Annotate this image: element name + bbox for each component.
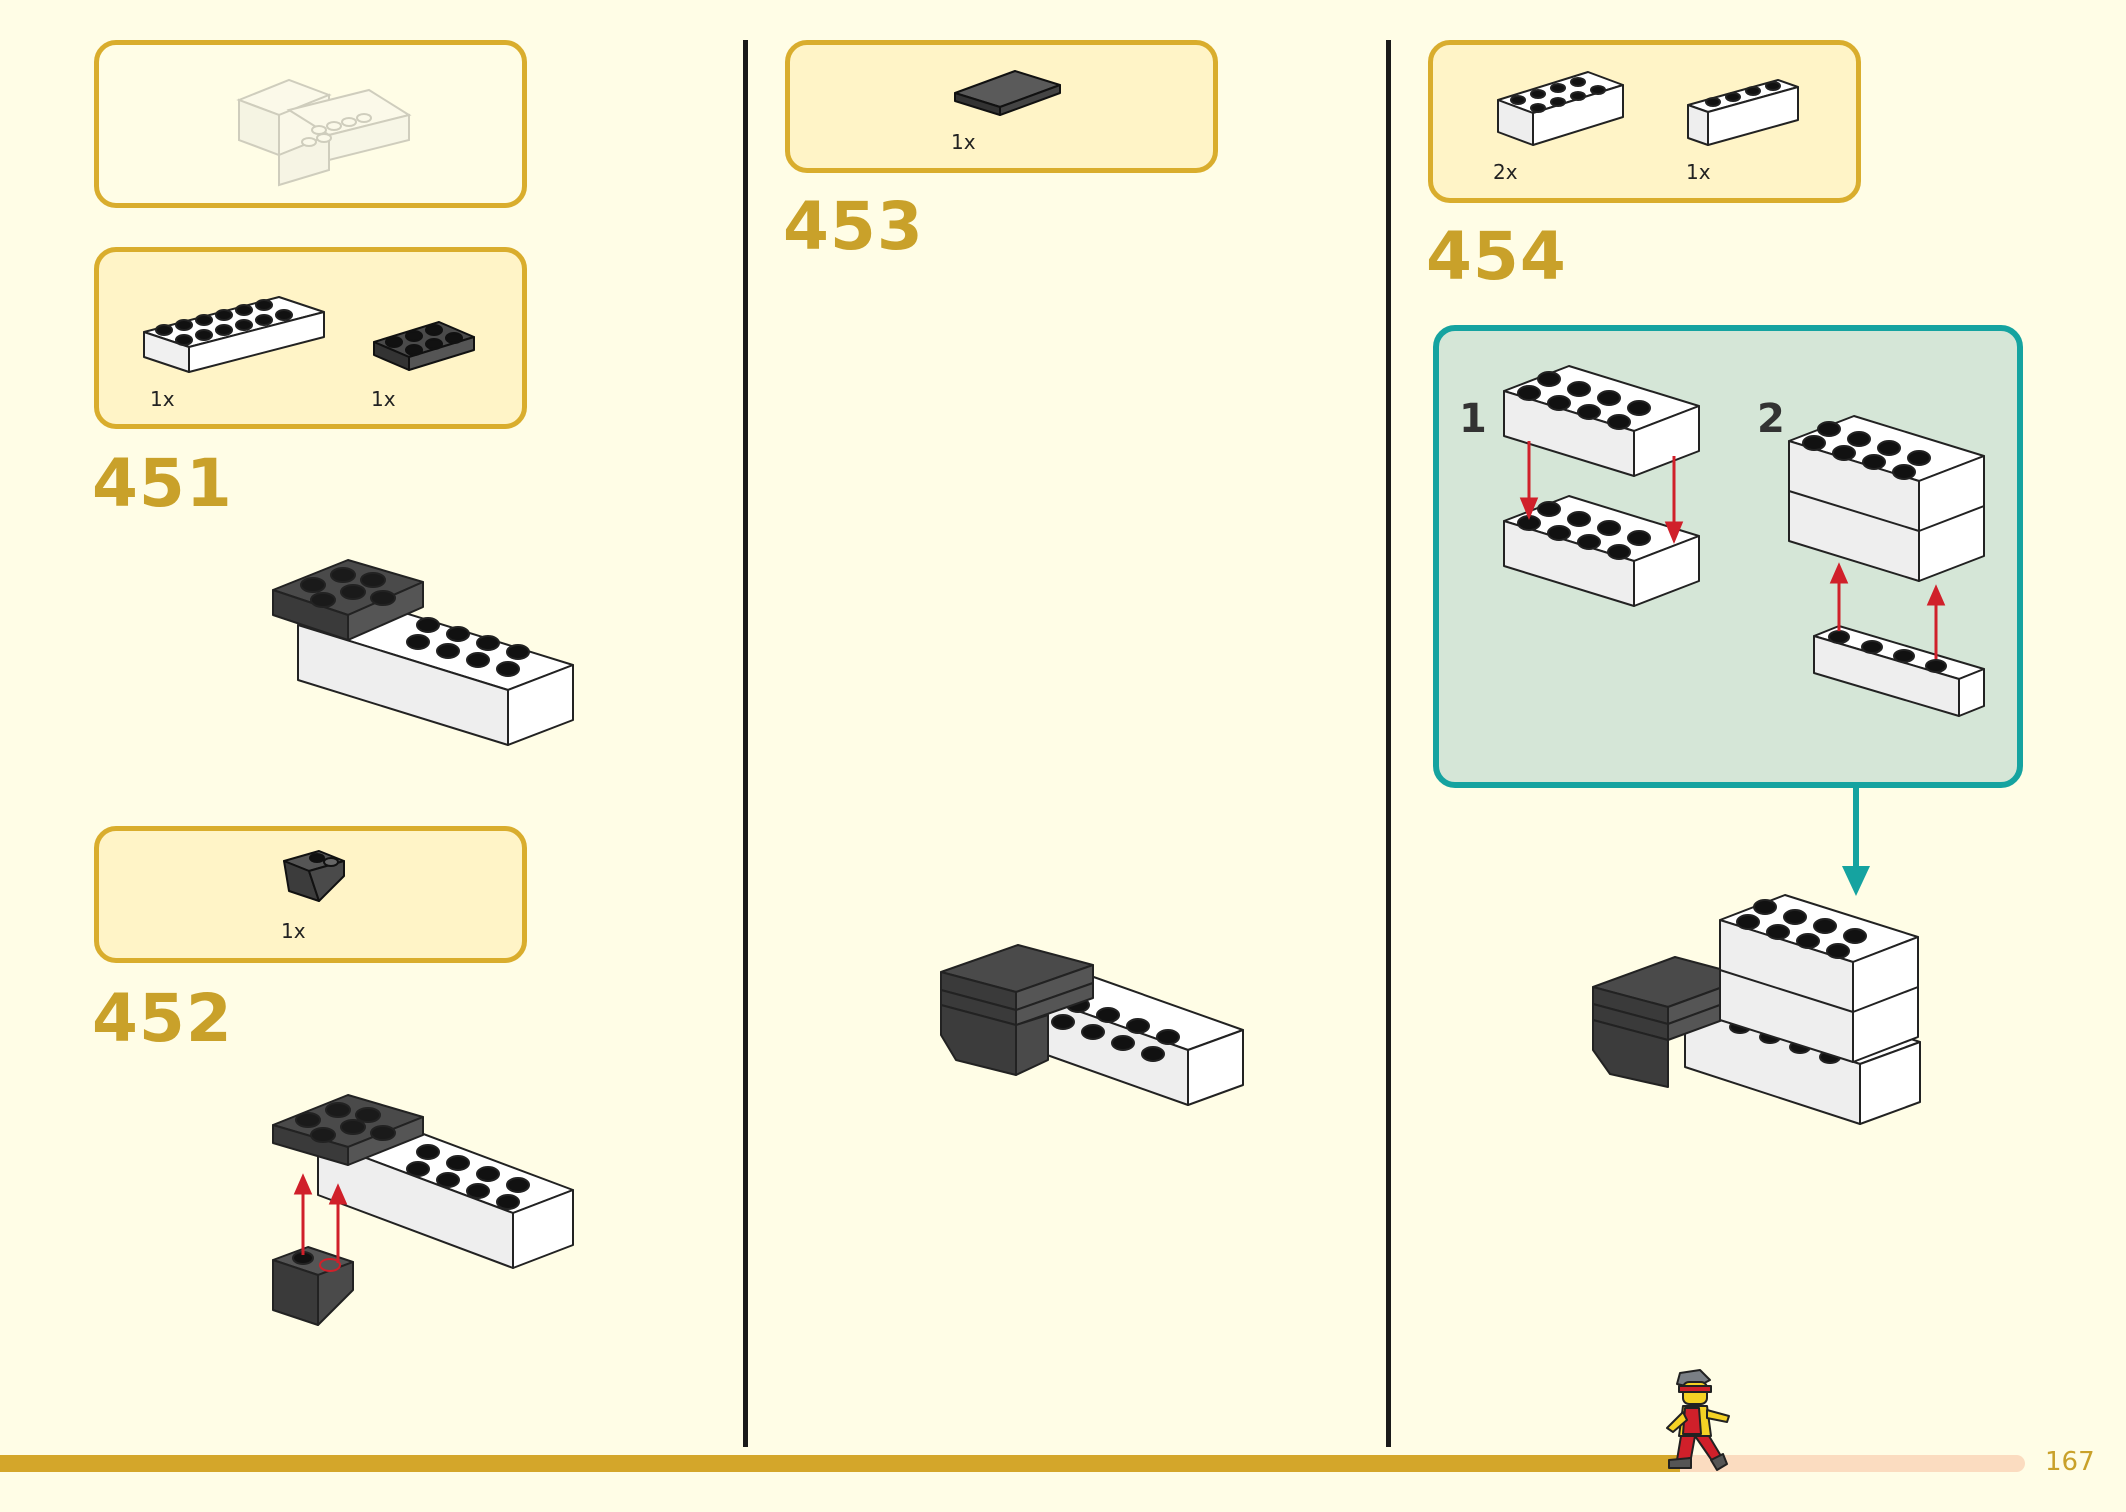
step-451-model (272, 559, 574, 746)
parts-box-452: 1x (94, 826, 527, 963)
dark-gray-inverted-slope-icon (283, 850, 345, 902)
part-qty: 2x (1493, 160, 1518, 184)
preview-box (94, 40, 527, 208)
part-qty: 1x (150, 387, 175, 411)
running-minifigure-icon (1666, 1369, 1730, 1471)
substep-1-diagram (1503, 365, 1700, 607)
substep-number-1: 1 (1459, 396, 1487, 442)
column-divider (1386, 40, 1391, 1447)
parts-box-454: 2x 1x (1428, 40, 1861, 203)
sub-assembly-callout: 1 2 (1433, 325, 2023, 788)
callout-arrow (1842, 786, 1870, 896)
parts-box-453: 1x (785, 40, 1218, 173)
step-number-453: 453 (783, 188, 924, 265)
dark-gray-plate-2x3-icon (373, 321, 475, 371)
white-brick-1x4-icon (1687, 79, 1799, 146)
step-number-451: 451 (92, 445, 233, 522)
page-number: 167 (2045, 1447, 2095, 1477)
step-454-model (1592, 894, 1921, 1125)
step-452-model (272, 1094, 574, 1326)
step-number-452: 452 (92, 980, 233, 1057)
white-brick-2x6-icon (143, 296, 325, 373)
white-brick-2x4-icon (1497, 71, 1624, 146)
step-453-model (940, 944, 1244, 1106)
part-qty: 1x (1686, 160, 1711, 184)
faded-assembly-preview-icon (236, 78, 412, 187)
substep-number-2: 2 (1757, 396, 1785, 442)
part-qty: 1x (951, 130, 976, 154)
part-qty: 1x (371, 387, 396, 411)
dark-gray-tile-icon (954, 70, 1061, 116)
part-qty: 1x (281, 919, 306, 943)
parts-box-451: 1x 1x (94, 247, 527, 429)
substep-2-diagram (1788, 415, 1985, 717)
column-divider (743, 40, 748, 1447)
progress-bar-fill (0, 1455, 1680, 1472)
step-number-454: 454 (1426, 218, 1567, 295)
